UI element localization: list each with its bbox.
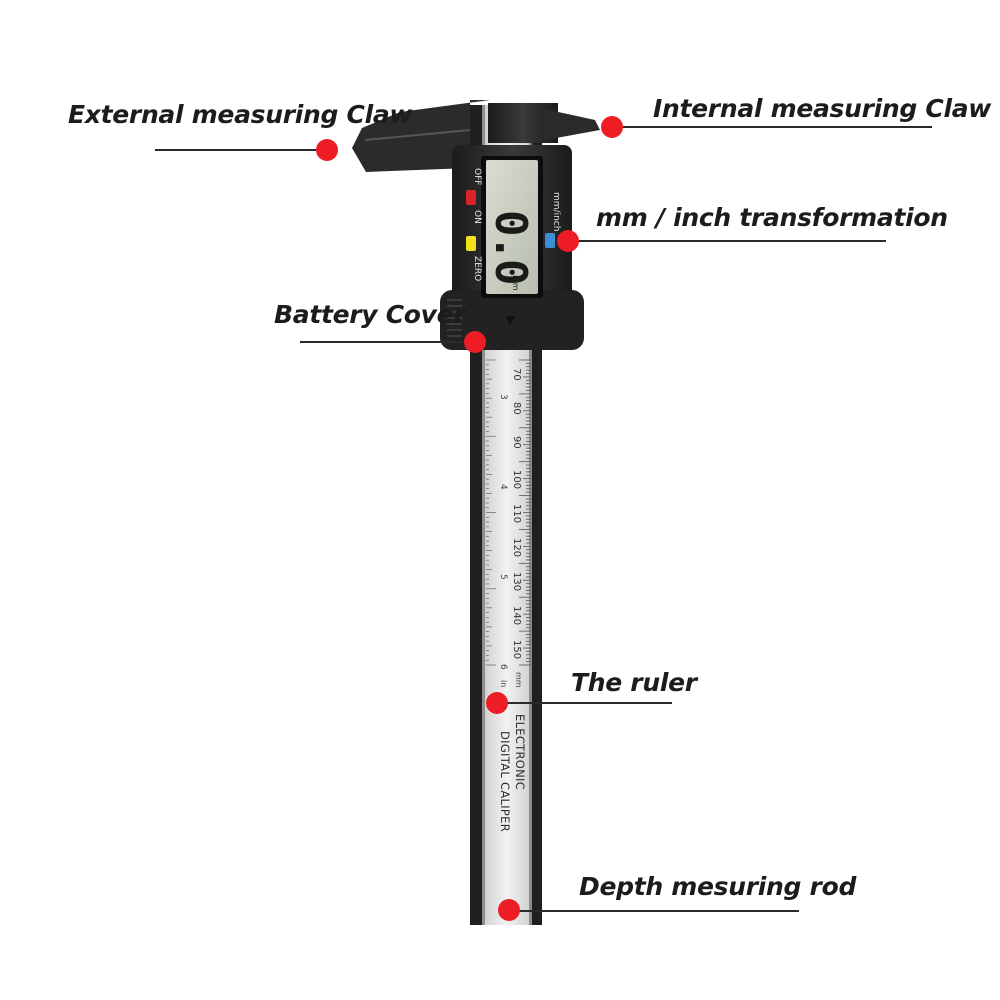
marker-mm-inch <box>557 230 579 252</box>
label-ruler: The ruler <box>571 668 697 697</box>
label-battery-cover: Battery Cover <box>274 300 466 329</box>
label-mm-inch: mm / inch transformation <box>596 203 948 232</box>
lcd-screen <box>481 156 543 298</box>
leader-external-claw <box>155 149 325 151</box>
label-internal-claw: Internal measuring Claw <box>653 94 992 123</box>
grip-ridges <box>447 299 462 337</box>
zero-button[interactable] <box>466 236 476 251</box>
on-button-label: ON <box>472 210 482 224</box>
marker-battery-cover <box>464 331 486 353</box>
scale-mm-label: 80 <box>511 402 522 415</box>
scale-mm-label: 70 <box>511 368 522 381</box>
brand-line-2: DIGITAL CALIPER <box>498 731 512 832</box>
leader-mm-inch <box>568 240 886 242</box>
scale-mm-label: 100 <box>511 470 522 490</box>
label-external-claw: External measuring Claw <box>68 100 413 129</box>
scale-mm-label: 130 <box>511 572 522 592</box>
scale-mm-label: 90 <box>511 436 522 449</box>
scale-inch-label: 3 <box>498 394 508 400</box>
leader-ruler <box>497 702 672 704</box>
marker-ruler <box>486 692 508 714</box>
internal-jaw <box>540 108 600 140</box>
scale-mm-label: 150 <box>511 640 522 660</box>
mm-inch-button-label: mm/inch <box>551 192 561 232</box>
leader-depth-rod <box>509 910 799 912</box>
lcd-unit: mm <box>511 275 520 291</box>
scale-inch-label: 6 <box>498 664 508 670</box>
leader-internal-claw <box>612 126 932 128</box>
scale-inch-label: 4 <box>498 484 508 490</box>
label-depth-rod: Depth mesuring rod <box>579 872 857 901</box>
marker-external-claw <box>316 139 338 161</box>
brand-line-1: ELECTRONIC <box>513 714 527 791</box>
unit-mm-mark: mm <box>514 672 523 688</box>
marker-depth-rod <box>498 899 520 921</box>
marker-internal-claw <box>601 116 623 138</box>
lcd-reading: 0.0 <box>485 210 536 284</box>
scale-mm-label: 110 <box>511 504 522 524</box>
scale-inch-label: 5 <box>498 574 508 580</box>
ruler-mm-ticks <box>519 359 531 666</box>
off-button-label: OFF <box>472 168 482 186</box>
mm-inch-button[interactable] <box>545 233 555 248</box>
scale-mm-label: 140 <box>511 606 522 626</box>
off-button[interactable] <box>466 190 476 205</box>
unit-in-mark: in <box>499 680 508 688</box>
scale-mm-label: 120 <box>511 538 522 558</box>
zero-button-label: ZERO <box>472 256 482 282</box>
leader-battery-cover <box>300 341 475 343</box>
ruler-inch-ticks <box>486 359 496 666</box>
